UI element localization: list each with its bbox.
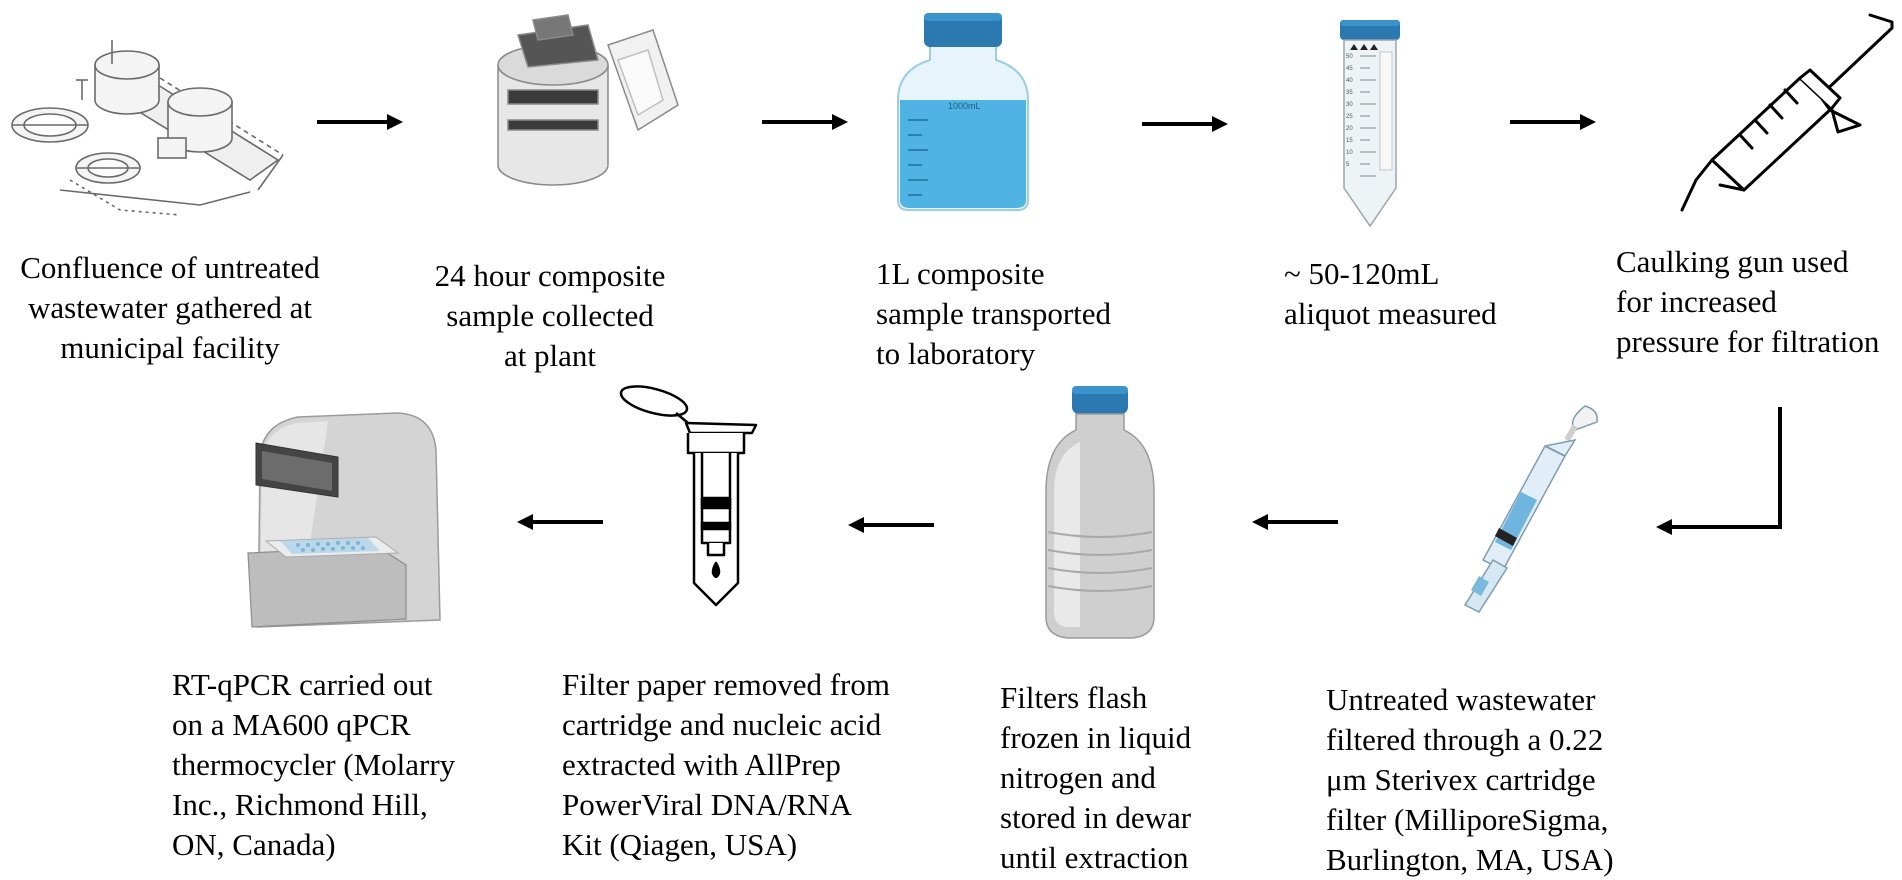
caption-dewar: Filters flash frozen in liquid nitrogen … xyxy=(1000,680,1192,875)
arrow-left-1 xyxy=(1252,514,1338,530)
wastewater-treatment-plant-icon xyxy=(11,40,284,216)
tube-scale-label: 5 xyxy=(1346,162,1350,168)
tube-scale-label: 50 xyxy=(1346,54,1353,60)
thermocycler-icon xyxy=(247,412,441,628)
caption-facility: Confluence of untreated wastewater gathe… xyxy=(20,250,320,365)
tube-scale-label: 30 xyxy=(1346,102,1353,108)
dewar-flask-icon xyxy=(1045,386,1155,639)
caption-qpcr: RT-qPCR carried out on a MA600 qPCR ther… xyxy=(172,667,456,862)
caption-tube: ~ 50-120mL aliquot measured xyxy=(1284,256,1497,331)
arrow-left-2 xyxy=(848,517,934,533)
tube-scale-label: 35 xyxy=(1346,90,1353,96)
spin-column-icon xyxy=(619,385,758,607)
tube-scale-label: 45 xyxy=(1346,66,1353,72)
centrifuge-tube-icon: 50 45 40 35 30 25 20 15 10 5 xyxy=(1340,20,1400,228)
composite-sampler-icon xyxy=(497,14,679,186)
arrow-return-down-left xyxy=(1656,407,1782,535)
sterivex-syringe-icon xyxy=(1463,405,1598,613)
tube-scale-label: 10 xyxy=(1346,150,1353,156)
tube-scale-label: 25 xyxy=(1346,114,1353,120)
arrow-right-1 xyxy=(317,114,403,130)
caption-sterivex: Untreated wastewater filtered through a … xyxy=(1326,682,1614,877)
arrow-left-3 xyxy=(517,514,603,530)
caulking-gun-icon xyxy=(1680,13,1894,212)
bottle-volume-label: 1000mL xyxy=(948,101,981,111)
tube-scale-label: 15 xyxy=(1346,138,1353,144)
caption-bottle: 1L composite sample transported to labor… xyxy=(876,256,1112,371)
caption-extraction: Filter paper removed from cartridge and … xyxy=(562,667,890,862)
sample-bottle-icon: 1000mL xyxy=(897,13,1029,211)
arrow-right-3 xyxy=(1142,116,1228,132)
caption-sampler: 24 hour composite sample collected at pl… xyxy=(434,258,666,373)
caption-caulking: Caulking gun used for increased pressure… xyxy=(1616,244,1880,359)
tube-scale-label: 40 xyxy=(1346,78,1353,84)
arrow-right-2 xyxy=(762,114,848,130)
tube-scale-label: 20 xyxy=(1346,126,1353,132)
arrow-right-4 xyxy=(1510,114,1596,130)
